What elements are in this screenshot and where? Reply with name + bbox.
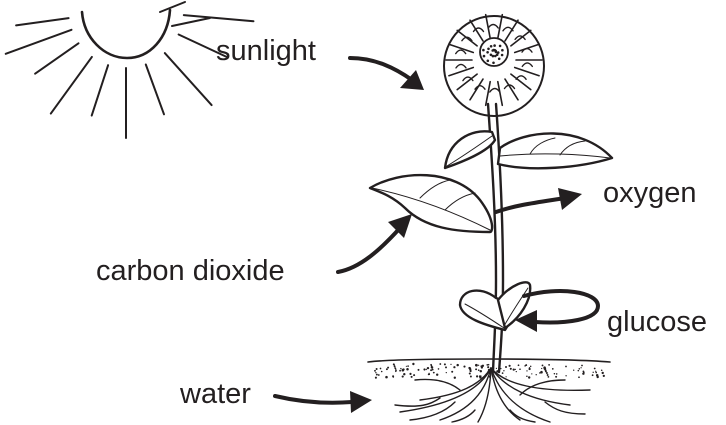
- roots-icon: [368, 359, 610, 422]
- leaf-icon-upper-right: [498, 133, 612, 168]
- sun-icon: [6, 2, 254, 138]
- arrow-icon-sunlight: [350, 58, 424, 90]
- label-sunlight: sunlight: [216, 35, 316, 67]
- label-carbon-dioxide: carbon dioxide: [96, 255, 285, 287]
- label-glucose: glucose: [607, 306, 707, 338]
- label-water: water: [179, 378, 251, 410]
- arrow-icon-oxygen: [496, 188, 582, 212]
- arrow-icon-water: [275, 391, 372, 413]
- leaf-icon-upper-left: [445, 131, 495, 168]
- label-oxygen: oxygen: [603, 177, 697, 209]
- leaf-icon-middle-left: [370, 175, 492, 232]
- flower-icon: [444, 15, 544, 116]
- arrow-icon-carbon-dioxide: [338, 214, 412, 272]
